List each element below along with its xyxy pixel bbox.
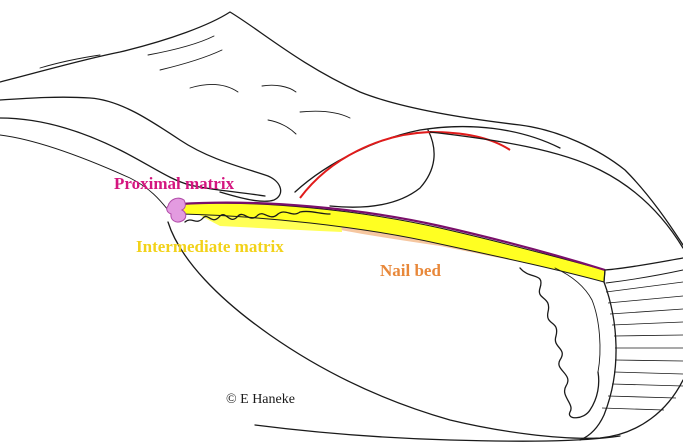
nail-free-edge-lower (606, 270, 683, 283)
skin-crease-7 (190, 85, 238, 92)
eponychium-outline (295, 127, 560, 192)
skin-crease-4 (262, 85, 296, 92)
skin-crease-3 (40, 55, 100, 68)
nail-free-edge (604, 258, 683, 282)
nail-cross-section-hatching (602, 282, 683, 410)
copyright-credit: © E Haneke (226, 392, 295, 407)
nail-plate-dorsal-surface (430, 132, 683, 248)
skin-crease-6 (268, 120, 296, 134)
finger-pulp-outline (255, 425, 620, 441)
proximal-matrix-region (167, 198, 186, 222)
intermediate-matrix-label: Intermediate matrix (136, 237, 284, 256)
proximal-matrix-label: Proximal matrix (114, 174, 235, 193)
cross-section-outline (580, 282, 616, 440)
skin-crease-1 (148, 36, 214, 55)
nail-bed-label: Nail bed (380, 261, 441, 280)
hyponychium-wavy-line (520, 268, 599, 418)
finger-proximal-lower-outline (0, 135, 168, 210)
skin-crease-5 (300, 111, 350, 118)
skin-crease-2 (160, 50, 222, 70)
